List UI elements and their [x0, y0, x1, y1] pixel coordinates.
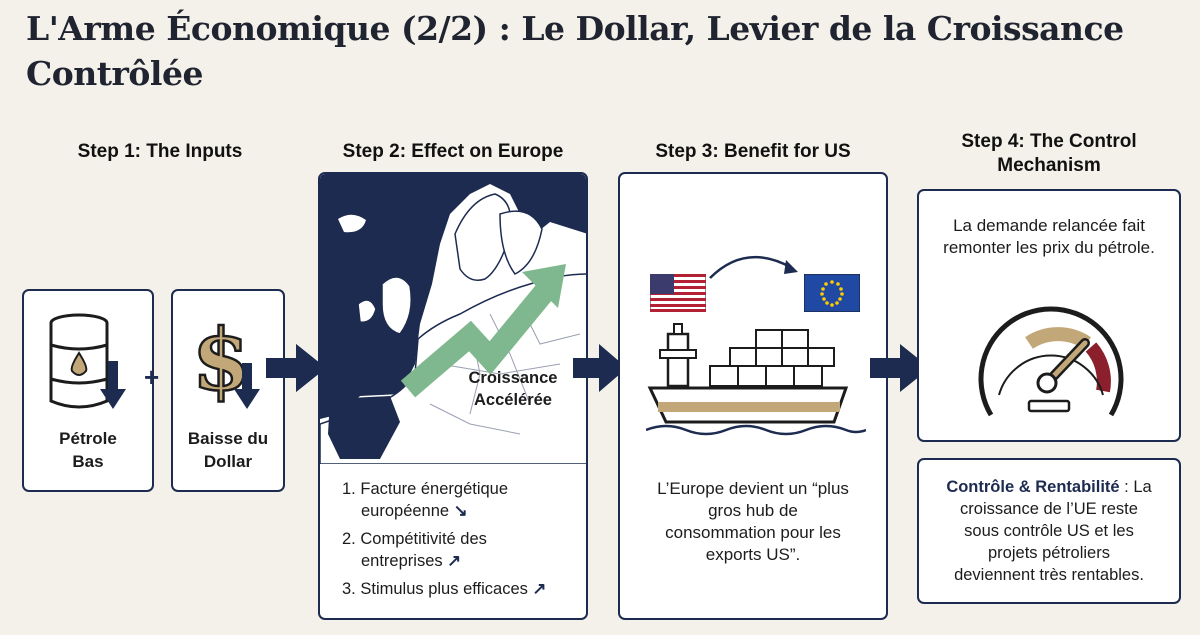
plus-sign: + — [144, 362, 160, 392]
growth-label: Croissance Accélérée — [438, 367, 586, 411]
cargo-ship-icon — [646, 323, 866, 436]
trend-up-icon: ↗ — [447, 552, 462, 570]
step-1-heading: Step 1: The Inputs — [77, 141, 243, 162]
us-text-line2: gros hub de — [708, 501, 798, 520]
oil-card: Pétrole Bas — [22, 289, 154, 492]
growth-arrow-icon — [400, 283, 555, 398]
dollar-label-line1: Baisse du — [187, 429, 269, 448]
arrow-right-icon — [870, 344, 930, 392]
growth-label-line1: Croissance — [468, 369, 558, 387]
europe-effects-list: 1. Facture énergétique européenne ↘ 2. C… — [342, 478, 546, 606]
europe-card: Croissance Accélérée 1. Facture énergéti… — [318, 172, 588, 620]
oil-label: Pétrole Bas — [24, 427, 152, 473]
oil-label-line2: Bas — [72, 452, 104, 471]
gauge-icon — [978, 306, 1124, 417]
gauge-card: La demande relancée fait remonter les pr… — [917, 189, 1181, 442]
list-text: Compétitivité des — [360, 530, 487, 548]
oil-label-line1: Pétrole — [59, 429, 117, 448]
control-text: Contrôle & Rentabilité : La croissance d… — [919, 476, 1179, 586]
control-card: Contrôle & Rentabilité : La croissance d… — [917, 458, 1181, 604]
us-card: L’Europe devient un “plus gros hub de co… — [618, 172, 888, 620]
us-text-line1: L’Europe devient un “plus — [657, 479, 849, 498]
list-text: Facture énergétique — [360, 480, 509, 498]
list-text-cont: européenne — [361, 502, 450, 520]
growth-label-line2: Accélérée — [474, 391, 552, 409]
us-benefit-text: L’Europe devient un “plus gros hub de co… — [620, 478, 886, 566]
us-text-line4: exports US”. — [705, 545, 801, 564]
demand-text-line2: remonter les prix du pétrole. — [943, 238, 1155, 257]
control-text-line2: croissance de l’UE reste — [960, 500, 1138, 518]
list-number: 2. — [342, 530, 356, 548]
list-item: 3. Stimulus plus efficaces ↗ — [342, 578, 546, 600]
control-text-line3: sous contrôle US et les — [964, 522, 1134, 540]
list-item: 2. Compétitivité des entreprises ↗ — [342, 528, 546, 572]
dollar-card: $ Baisse du Dollar — [171, 289, 285, 492]
dollar-down-icon: $ — [191, 309, 260, 410]
arrow-right-icon — [573, 344, 627, 392]
oil-barrel-icon — [49, 313, 126, 409]
eu-flag-icon — [804, 274, 860, 312]
list-text-cont: entreprises — [361, 552, 443, 570]
dollar-label: Baisse du Dollar — [173, 427, 283, 473]
control-key-label: Contrôle & Rentabilité — [946, 478, 1120, 496]
curved-arrow-icon — [709, 255, 798, 279]
trend-up-icon: ↗ — [532, 580, 547, 598]
control-text-line1: : La — [1119, 478, 1152, 496]
us-text-line3: consommation pour les — [665, 523, 841, 542]
step-3-heading: Step 3: Benefit for US — [655, 141, 851, 162]
list-text: Stimulus plus efficaces — [360, 580, 528, 598]
europe-map-image — [320, 174, 586, 464]
page-title: L'Arme Économique (2/2) : Le Dollar, Lev… — [26, 9, 1124, 93]
list-item: 1. Facture énergétique européenne ↘ — [342, 478, 546, 522]
list-number: 3. — [342, 580, 356, 598]
control-text-line4: projets pétroliers — [988, 544, 1110, 562]
trend-down-icon: ↘ — [453, 502, 468, 520]
arrow-right-icon — [266, 344, 326, 392]
list-number: 1. — [342, 480, 356, 498]
demand-text-line1: La demande relancée fait — [953, 216, 1145, 235]
us-flag-icon — [650, 274, 706, 312]
step-4-heading: Step 4: The Control Mechanism — [961, 131, 1137, 176]
control-text-line5: deviennent très rentables. — [954, 566, 1144, 584]
step-2-heading: Step 2: Effect on Europe — [342, 141, 564, 162]
dollar-label-line2: Dollar — [203, 452, 253, 471]
demand-text: La demande relancée fait remonter les pr… — [919, 215, 1179, 259]
